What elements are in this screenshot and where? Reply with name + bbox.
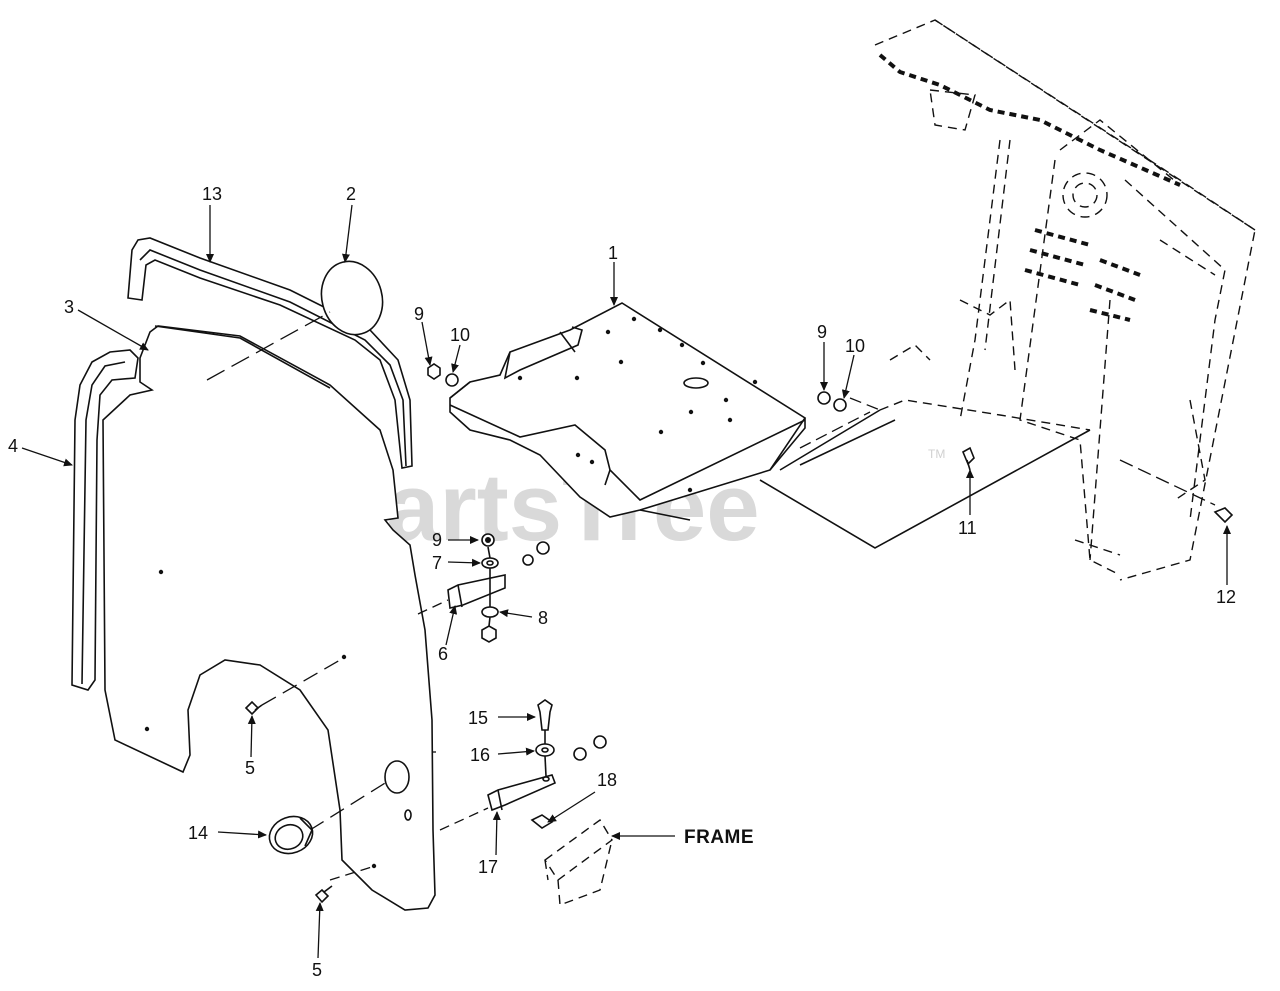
callout-17: 17 [478, 857, 498, 877]
callout-15: 15 [468, 708, 488, 728]
leader-lines [21, 204, 1231, 959]
bracket-17-assembly [487, 699, 607, 812]
side-panel [102, 325, 436, 911]
callout-18: 18 [597, 770, 617, 790]
callout-6: 6 [438, 644, 448, 664]
callout-10-top-left: 10 [450, 325, 470, 345]
callout-2: 2 [346, 184, 356, 204]
callout-10-top-right: 10 [845, 336, 865, 356]
callout-9-top-left: 9 [414, 304, 424, 324]
callout-11: 11 [958, 518, 977, 538]
callout-13: 13 [202, 184, 222, 204]
side-trim [71, 349, 139, 691]
callout-16: 16 [470, 745, 490, 765]
grommet [268, 815, 314, 855]
top-trim [127, 237, 413, 469]
bracket-6-assembly [447, 533, 550, 643]
dash-housing [874, 19, 1256, 581]
hardware-9-10 [427, 363, 1234, 524]
floor-outline [639, 409, 1091, 549]
frame-label: FRAME [684, 827, 754, 848]
screws-5 [244, 700, 333, 904]
callout-5-upper: 5 [245, 758, 255, 778]
callout-1: 1 [608, 243, 618, 263]
dash-panel-plate [449, 302, 807, 518]
callout-3: 3 [64, 297, 74, 317]
callout-7: 7 [432, 553, 442, 573]
callout-8: 8 [538, 608, 548, 628]
callout-labels: 13 2 3 4 1 9 10 9 10 11 12 9 7 8 6 5 5 1… [8, 184, 1236, 980]
callout-5-lower: 5 [312, 960, 322, 980]
clip-and-frame [530, 814, 613, 906]
assembly-lines [206, 311, 1216, 881]
callout-14: 14 [188, 823, 208, 843]
watermark-tm: TM [928, 447, 945, 461]
callout-12: 12 [1216, 587, 1236, 607]
callout-9-mid: 9 [432, 530, 442, 550]
disc-part [320, 260, 384, 336]
callout-9-top-right: 9 [817, 322, 827, 342]
callout-4: 4 [8, 436, 18, 456]
